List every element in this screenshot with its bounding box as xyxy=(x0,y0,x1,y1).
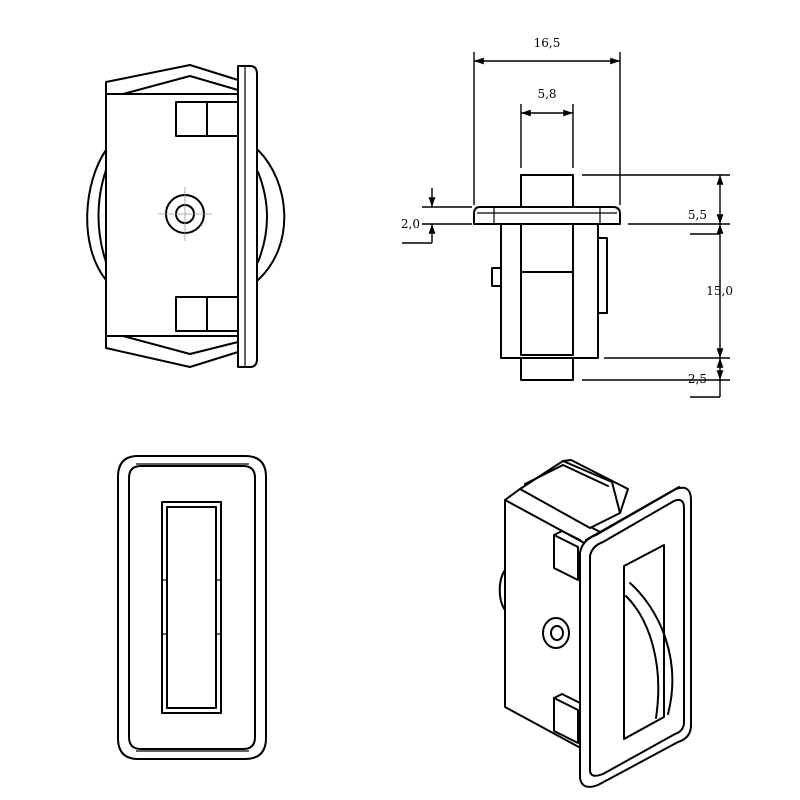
iso-bezel-top-rim xyxy=(585,486,680,541)
dim-label-overall-width: 16,5 xyxy=(534,36,561,50)
rocker-button-face xyxy=(166,506,217,709)
dim-label-button-below-body: 2,5 xyxy=(688,372,707,386)
side-view xyxy=(86,64,286,368)
iso-clip-upper-top xyxy=(553,530,581,541)
rocker-arc-left-outer xyxy=(86,149,107,281)
bezel-inner xyxy=(128,465,256,750)
top-view xyxy=(117,455,267,760)
rocker-top-inner xyxy=(122,75,239,95)
terminal-tab-left xyxy=(491,267,502,287)
iso-clip-upper xyxy=(553,534,579,581)
bezel-flange-front xyxy=(473,206,621,225)
dim-label-body-height: 15,0 xyxy=(706,284,733,298)
rocker-arc-right-inner xyxy=(257,171,268,263)
iso-rocker-curve-inner xyxy=(625,595,660,719)
front-dimensioned-view: 16,5 5,8 2,0 5,5 15,0 2,5 xyxy=(401,36,733,398)
iso-clip-lower-top xyxy=(553,693,581,704)
iso-pivot-boss xyxy=(542,617,570,649)
terminal-tab-right xyxy=(597,237,608,314)
iso-rocker-curve-outer xyxy=(629,582,674,715)
rocker-button-body xyxy=(520,223,574,356)
iso-clip-lower xyxy=(553,697,579,744)
iso-bezel xyxy=(579,486,692,788)
iso-pivot-hole xyxy=(550,625,564,641)
rocker-bottom-inner xyxy=(122,335,239,355)
iso-bezel-inner xyxy=(589,498,685,777)
dim-label-flange-thickness: 2,0 xyxy=(401,217,420,231)
bezel-outer xyxy=(117,455,267,760)
rocker-top-ridge xyxy=(524,464,609,487)
rocker-top-outline xyxy=(105,64,239,95)
dim-label-flange-to-button: 5,5 xyxy=(688,208,707,222)
bezel-flange-side xyxy=(237,65,258,368)
rocker-top-back xyxy=(562,459,629,514)
rocker-bottom-outline xyxy=(105,335,239,368)
rocker-arc-left-inner xyxy=(97,169,107,263)
button-opening xyxy=(161,501,222,714)
rocker-top-protrusion xyxy=(519,460,621,529)
rocker-arc-hint xyxy=(498,569,506,611)
switch-body xyxy=(105,93,239,337)
switch-body-front xyxy=(500,223,599,359)
iso-button-opening xyxy=(623,544,665,740)
dim-label-button-width: 5,8 xyxy=(537,87,556,101)
rocker-button-top xyxy=(520,174,574,208)
isometric-view xyxy=(498,459,692,788)
rocker-arc-right-outer xyxy=(257,149,286,281)
rocker-button-bottom xyxy=(520,357,574,381)
